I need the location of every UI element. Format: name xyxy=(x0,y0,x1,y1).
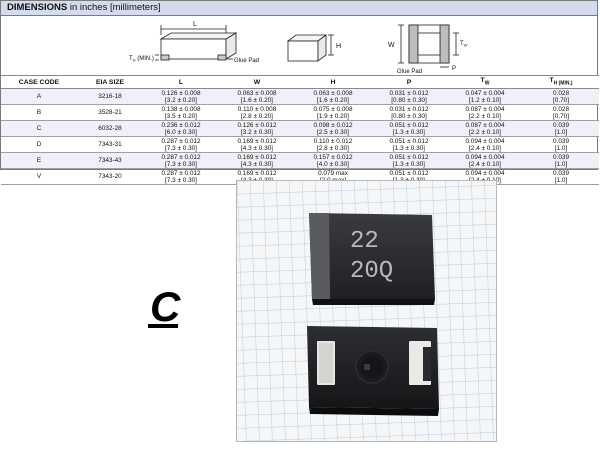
end-view-drawing xyxy=(286,34,334,62)
col-header-H: H xyxy=(295,74,371,90)
dimensions-panel: DIMENSIONS in inches [millimeters] L TH … xyxy=(0,0,599,186)
cell-L: 0.236 ± 0.012[6.0 ± 0.30] xyxy=(143,120,219,138)
capacitor-bottom xyxy=(307,326,439,416)
cell-TW: 0.094 ± 0.004[2.4 ± 0.10] xyxy=(447,152,523,170)
cell-P: 0.031 ± 0.012[0.80 ± 0.30] xyxy=(371,88,447,106)
cell-eia-size: 7343-31 xyxy=(77,136,143,154)
cell-TW: 0.087 ± 0.004[2.2 ± 0.10] xyxy=(447,104,523,122)
photo-drawing: 22 20Q xyxy=(237,181,496,441)
panel-title: DIMENSIONS in inches [millimeters] xyxy=(7,2,161,14)
panel-title-rest: in inches [millimeters] xyxy=(67,2,161,13)
cell-eia-size: 7343-20 xyxy=(77,168,143,186)
cell-eia-size: 7343-43 xyxy=(77,152,143,170)
cell-case-code: E xyxy=(1,152,77,170)
label-L: L xyxy=(193,21,197,28)
table-header-row: CASE CODE EIA SIZE L W H P TW TH (MIN.) xyxy=(1,74,599,90)
cell-case-code: C xyxy=(1,120,77,138)
cell-H: 0.110 ± 0.012[2.8 ± 0.30] xyxy=(295,136,371,154)
cell-H: 0.063 ± 0.008[1.6 ± 0.20] xyxy=(295,88,371,106)
cell-W: 0.063 ± 0.008[1.6 ± 0.20] xyxy=(219,88,295,106)
dimension-drawings: L TH (MIN.) Glue Pad H W TW xyxy=(129,21,468,75)
col-header-eia-size: EIA SIZE xyxy=(77,74,143,90)
col-header-TW: TW xyxy=(447,74,523,90)
cell-P: 0.031 ± 0.012[0.80 ± 0.30] xyxy=(371,104,447,122)
cell-L: 0.287 ± 0.012[7.3 ± 0.30] xyxy=(143,168,219,186)
side-view-drawing xyxy=(155,25,238,61)
label-glue-pad-2: Glue Pad xyxy=(397,69,422,75)
marking-line1: 22 xyxy=(350,228,379,255)
cell-TH: 0.039[1.0] xyxy=(523,152,599,170)
col-header-L: L xyxy=(143,74,219,90)
case-label: C xyxy=(150,283,181,330)
col-header-case-code: CASE CODE xyxy=(1,74,77,90)
col-header-TH: TH (MIN.) xyxy=(523,74,599,90)
label-W: W xyxy=(388,42,395,49)
dimensions-table: CASE CODE EIA SIZE L W H P TW TH (MIN.) … xyxy=(1,74,599,186)
cell-eia-size: 3216-18 xyxy=(77,88,143,106)
cell-L: 0.287 ± 0.012[7.3 ± 0.30] xyxy=(143,136,219,154)
cell-H: 0.075 ± 0.008[1.9 ± 0.20] xyxy=(295,104,371,122)
label-P: P xyxy=(452,66,456,72)
cell-eia-size: 6032-28 xyxy=(77,120,143,138)
col-header-W: W xyxy=(219,74,295,90)
cell-P: 0.051 ± 0.012[1.3 ± 0.30] xyxy=(371,120,447,138)
cell-L: 0.287 ± 0.012[7.3 ± 0.30] xyxy=(143,152,219,170)
cell-case-code: B xyxy=(1,104,77,122)
cell-W: 0.126 ± 0.012[3.2 ± 0.30] xyxy=(219,120,295,138)
cell-TH: 0.028[0.70] xyxy=(523,88,599,106)
panel-title-bold: DIMENSIONS xyxy=(7,2,68,13)
top-view-drawing xyxy=(398,24,459,68)
marking-line2: 20Q xyxy=(350,258,393,285)
cell-TW: 0.094 ± 0.004[2.4 ± 0.10] xyxy=(447,136,523,154)
capacitor-top: 22 20Q xyxy=(309,213,435,305)
cell-case-code: D xyxy=(1,136,77,154)
cell-TH: 0.039[1.0] xyxy=(523,136,599,154)
cell-L: 0.138 ± 0.008[3.5 ± 0.20] xyxy=(143,104,219,122)
label-TH: TH (MIN.) xyxy=(129,56,154,63)
cell-TW: 0.087 ± 0.004[2.2 ± 0.10] xyxy=(447,120,523,138)
label-H: H xyxy=(336,43,341,50)
cell-W: 0.110 ± 0.008[2.8 ± 0.20] xyxy=(219,104,295,122)
cell-TH: 0.039[1.0] xyxy=(523,120,599,138)
case-label-underline xyxy=(148,324,178,328)
label-glue-pad-1: Glue Pad xyxy=(234,58,259,64)
cell-TW: 0.047 ± 0.004[1.2 ± 0.10] xyxy=(447,88,523,106)
col-header-P: P xyxy=(371,74,447,90)
cell-H: 0.098 ± 0.012[2.5 ± 0.30] xyxy=(295,120,371,138)
label-TW: TW xyxy=(460,41,468,48)
cell-P: 0.051 ± 0.012[1.3 ± 0.30] xyxy=(371,136,447,154)
cell-W: 0.169 ± 0.012[4.3 ± 0.30] xyxy=(219,152,295,170)
cell-H: 0.157 ± 0.012[4.0 ± 0.30] xyxy=(295,152,371,170)
cell-eia-size: 3528-21 xyxy=(77,104,143,122)
cell-L: 0.126 ± 0.008[3.2 ± 0.20] xyxy=(143,88,219,106)
cell-TH: 0.039[1.0] xyxy=(523,168,599,186)
cell-TH: 0.028[0.70] xyxy=(523,104,599,122)
capacitor-photo: 22 20Q xyxy=(236,180,497,442)
panel-header: DIMENSIONS in inches [millimeters] xyxy=(1,1,597,16)
cell-case-code: A xyxy=(1,88,77,106)
cell-case-code: V xyxy=(1,168,77,186)
cell-W: 0.169 ± 0.012[4.3 ± 0.30] xyxy=(219,136,295,154)
cell-P: 0.051 ± 0.012[1.3 ± 0.30] xyxy=(371,152,447,170)
